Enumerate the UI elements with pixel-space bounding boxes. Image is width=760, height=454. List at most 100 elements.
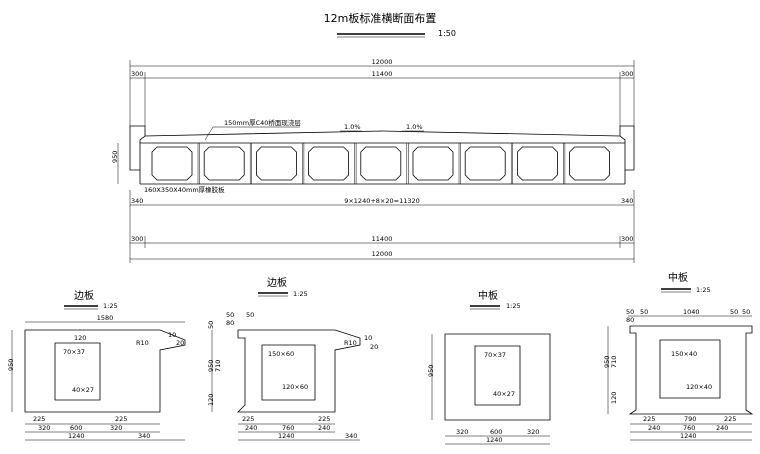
height-dim: 950 <box>111 151 119 163</box>
dim-left-top: 300 <box>131 70 143 78</box>
slab-joint <box>563 143 566 184</box>
svg-text:50: 50 <box>730 308 738 316</box>
svg-text:50: 50 <box>626 308 634 316</box>
svg-text:1240: 1240 <box>68 432 85 440</box>
dim-right-top: 300 <box>621 70 633 78</box>
detail4-scale: 1:25 <box>696 286 711 294</box>
svg-text:50: 50 <box>226 311 234 319</box>
svg-text:950: 950 <box>207 360 215 372</box>
svg-text:600: 600 <box>70 424 82 432</box>
spacing-dim: 9×1240+8×20=11320 <box>344 197 420 205</box>
dim-total-bottom: 12000 <box>372 250 393 258</box>
slab-joint <box>197 143 200 184</box>
slab-void <box>255 146 297 181</box>
slab-void <box>151 146 193 181</box>
pavement-note: 150mm厚C40桥面现浇层 <box>224 118 301 127</box>
slab-joint <box>458 143 461 184</box>
svg-text:225: 225 <box>643 415 655 423</box>
detail1-scale: 1:25 <box>103 302 118 310</box>
dim-mid-bottom: 11400 <box>372 235 393 243</box>
slab-void <box>464 146 506 181</box>
deck-top <box>144 130 621 137</box>
edge-right: 340 <box>621 197 633 205</box>
svg-text:710: 710 <box>610 356 618 368</box>
slab-void <box>203 146 245 181</box>
svg-text:70×37: 70×37 <box>63 348 85 356</box>
lower-dimensions: 340 340 9×1240+8×20=11320 11400 300 300 … <box>129 190 635 263</box>
svg-text:320: 320 <box>38 424 50 432</box>
svg-text:790: 790 <box>684 415 696 423</box>
slope-right: 1.0% <box>406 123 423 131</box>
svg-text:950: 950 <box>603 356 611 368</box>
slab-void <box>412 146 454 181</box>
svg-text:50: 50 <box>640 308 648 316</box>
svg-text:225: 225 <box>33 415 45 423</box>
main-title: 12m板标准横断面布置 <box>324 11 437 25</box>
svg-text:225: 225 <box>115 415 127 423</box>
svg-text:120: 120 <box>610 392 618 404</box>
svg-text:1040: 1040 <box>683 308 700 316</box>
svg-text:320: 320 <box>110 424 122 432</box>
slab-joint <box>302 143 305 184</box>
slope-left: 1.0% <box>344 123 361 131</box>
svg-text:340: 340 <box>138 432 150 440</box>
svg-text:40×27: 40×27 <box>72 386 94 394</box>
svg-text:80: 80 <box>226 319 234 327</box>
dim-left-bottom: 300 <box>131 235 143 243</box>
svg-text:240: 240 <box>648 424 660 432</box>
slab-joint <box>249 143 252 184</box>
svg-text:240: 240 <box>245 424 257 432</box>
svg-text:120×60: 120×60 <box>282 383 308 391</box>
main-title-group: 12m板标准横断面布置 1:50 <box>324 11 456 38</box>
svg-text:600: 600 <box>490 428 502 436</box>
svg-text:120: 120 <box>74 334 86 342</box>
svg-text:225: 225 <box>242 415 254 423</box>
svg-text:150×60: 150×60 <box>268 350 294 358</box>
slab-void <box>360 146 402 181</box>
svg-text:70×37: 70×37 <box>484 351 506 359</box>
svg-text:320: 320 <box>527 428 539 436</box>
svg-text:225: 225 <box>724 415 736 423</box>
slab-void <box>308 146 349 181</box>
svg-text:1240: 1240 <box>486 436 503 444</box>
slab-joint <box>406 143 409 184</box>
svg-text:1240: 1240 <box>278 432 295 440</box>
detail-middle-slab-1: 中板 1:25 950 70×37 40×27 320 600 320 1240 <box>427 289 551 445</box>
detail1-label: 边板 <box>74 289 94 302</box>
detail2-scale: 1:25 <box>293 290 308 298</box>
detail-middle-slab-2: 中板 1:25 50 50 1040 50 50 80 950 710 120 … <box>603 271 754 441</box>
slab-holes <box>151 143 610 184</box>
svg-text:10: 10 <box>364 334 372 342</box>
svg-text:120×40: 120×40 <box>686 383 712 391</box>
svg-text:50: 50 <box>246 311 254 319</box>
svg-text:20: 20 <box>176 339 184 347</box>
svg-text:80: 80 <box>626 316 634 324</box>
svg-text:320: 320 <box>456 428 468 436</box>
svg-text:760: 760 <box>282 424 294 432</box>
slab-joint <box>354 143 357 184</box>
svg-text:950: 950 <box>427 365 435 377</box>
cross-section: 150mm厚C40桥面现浇层 1.0% 1.0% 950 160X350X40m… <box>111 118 635 194</box>
edge-left: 340 <box>131 197 143 205</box>
detail2-label: 边板 <box>267 276 287 289</box>
main-title-scale: 1:50 <box>438 29 456 38</box>
svg-text:1240: 1240 <box>680 432 697 440</box>
left-curb <box>129 125 146 171</box>
dim-right-bottom: 300 <box>621 235 633 243</box>
svg-text:R10: R10 <box>136 339 149 347</box>
svg-text:10: 10 <box>168 331 176 339</box>
svg-text:R10: R10 <box>344 339 357 347</box>
svg-text:50: 50 <box>742 308 750 316</box>
slab-void <box>517 146 558 181</box>
top-dimensions: 12000 11400 300 300 <box>129 58 635 126</box>
detail-edge-slab-2: 边板 1:25 50 50 80 50 950 710 120 150×60 1… <box>207 276 378 441</box>
svg-text:20: 20 <box>370 343 378 351</box>
svg-text:225: 225 <box>318 415 330 423</box>
svg-text:950: 950 <box>7 359 15 371</box>
dim-total-top: 12000 <box>372 58 393 66</box>
right-curb <box>619 125 635 171</box>
detail-edge-slab-1: 边板 1:25 1580 950 70×37 40×27 R10 10 20 1… <box>7 289 186 441</box>
svg-text:340: 340 <box>345 432 357 440</box>
svg-text:760: 760 <box>683 424 695 432</box>
